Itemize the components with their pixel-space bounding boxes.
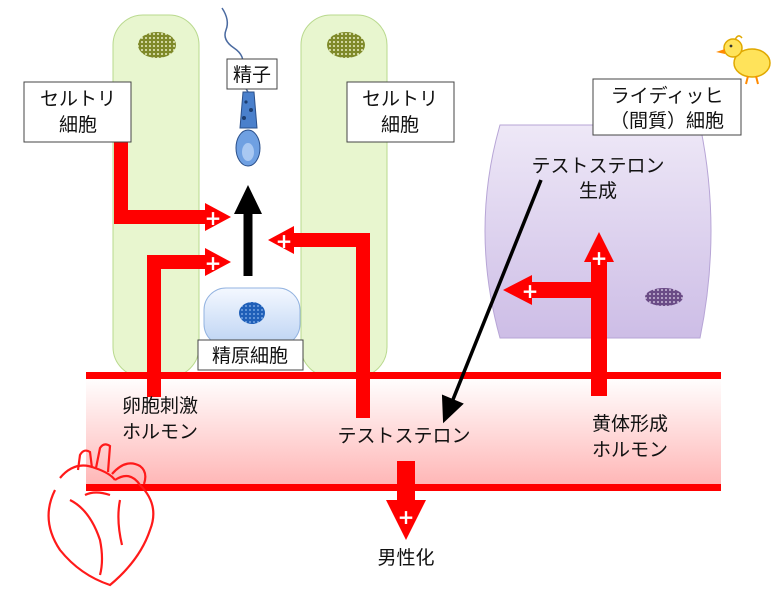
blood-vessel-top-edge <box>86 372 721 379</box>
label-box-sertoli-left <box>23 81 132 143</box>
masculinization-label: 男性化 <box>377 547 434 569</box>
fsh-label-line1: 卵胞刺激 <box>122 395 198 417</box>
testosterone-label: テストステロン <box>337 425 470 447</box>
testosterone-release-arrowhead <box>441 394 464 424</box>
spermatogonia-label: 精原細胞 <box>212 345 288 367</box>
sperm-label: 精子 <box>233 64 271 86</box>
leydig-label-line1: ライディッヒ <box>611 85 724 107</box>
spermatogonium-nucleus <box>239 302 265 324</box>
leydig-label-line2: （間質）細胞 <box>610 110 724 132</box>
sertoli-right-label-line1: セルトリ <box>362 88 438 110</box>
fsh-to-sperm-arrowhead <box>205 248 231 276</box>
sertoli-right-nucleus <box>327 32 365 58</box>
fsh-label-line2: ホルモン <box>122 421 198 443</box>
fsh-to-sperm-arrow-shaft <box>147 255 205 397</box>
lh-to-leydig-arrowhead <box>584 232 614 262</box>
sertoli-to-sperm-arrow-shaft <box>114 140 205 224</box>
plus-sign: + <box>591 246 608 270</box>
label-box-leydig <box>592 78 742 136</box>
leydig-stimulation-arrowhead <box>503 275 532 305</box>
sertoli-left-nucleus <box>138 32 176 58</box>
label-box-spermatogonia <box>197 339 304 371</box>
chick-icon <box>716 35 771 85</box>
testosterone-synthesis-label-line1: テストステロン <box>531 155 664 177</box>
plus-sign: + <box>276 229 293 253</box>
development-arrowhead <box>234 185 262 214</box>
leydig-nucleus <box>645 288 683 306</box>
testosterone-synthesis-label-line2: 生成 <box>579 180 617 202</box>
plus-sign: + <box>522 279 539 303</box>
sertoli-left-label-line2: 細胞 <box>59 114 97 136</box>
testosterone-to-sperm-arrowhead <box>268 226 294 254</box>
masculinization-arrow-shaft <box>397 461 415 501</box>
sertoli-to-sperm-arrowhead <box>205 203 231 231</box>
sperm-icon <box>221 7 261 167</box>
plus-sign: + <box>205 206 222 230</box>
label-box-sertoli-right <box>346 81 455 143</box>
lh-label-line2: ホルモン <box>592 439 668 461</box>
lh-label-line1: 黄体形成 <box>592 413 668 435</box>
masculinization-arrowhead <box>386 500 426 540</box>
testosterone-to-sperm-arrow-shaft <box>294 233 370 418</box>
sertoli-cell-right <box>300 14 388 378</box>
sertoli-right-label-line2: 細胞 <box>381 114 419 136</box>
label-box-sperm <box>226 58 278 90</box>
heart-icon <box>47 443 155 587</box>
plus-sign: + <box>398 505 415 529</box>
plus-sign: + <box>205 251 222 275</box>
sertoli-left-label-line1: セルトリ <box>40 88 116 110</box>
testosterone-release-arrow-shaft <box>450 179 543 403</box>
